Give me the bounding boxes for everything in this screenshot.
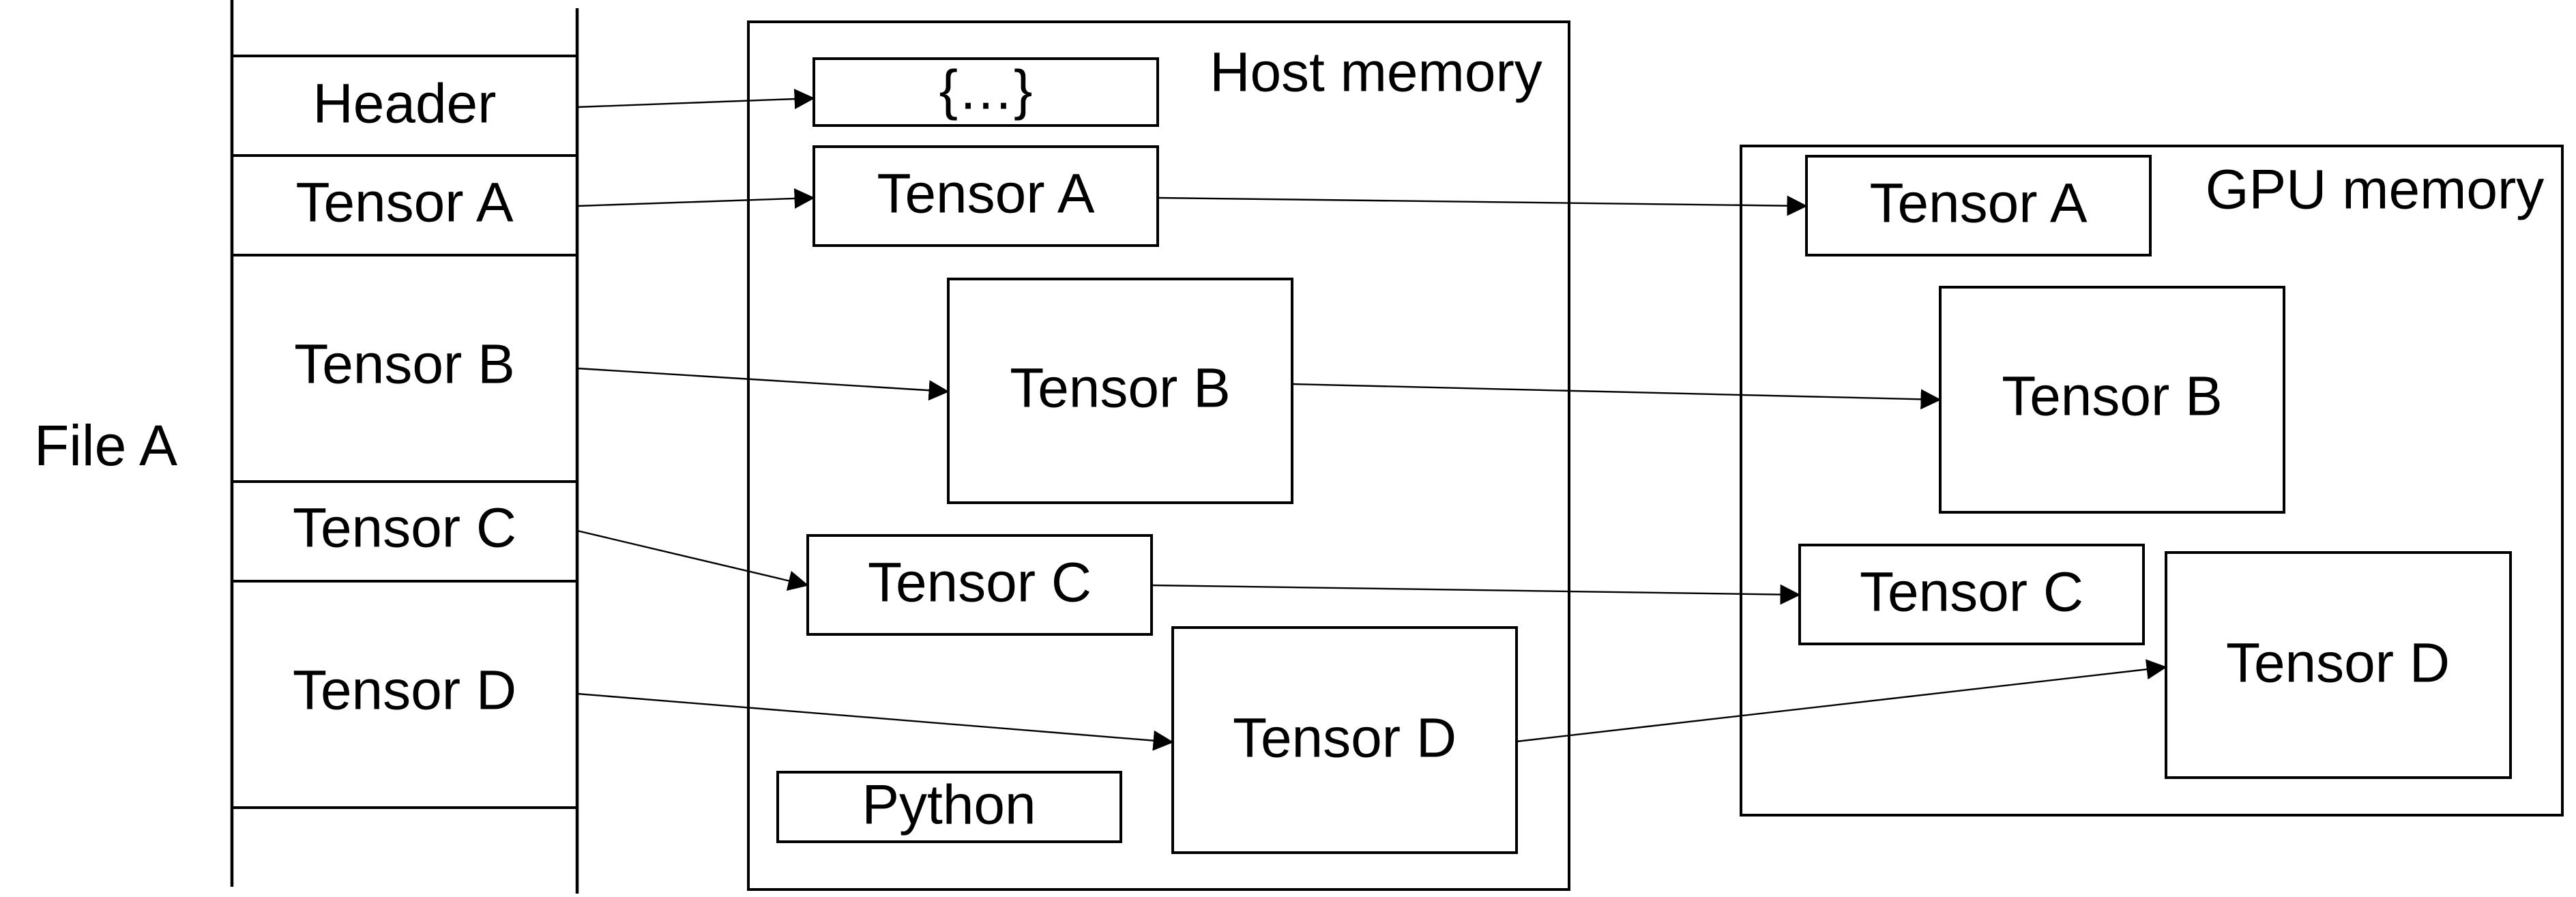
host-tensor-a-box <box>813 145 1159 247</box>
file-segment-header: Header <box>313 73 497 135</box>
arrow-tensor-d-to-host <box>576 692 1174 751</box>
host-to-gpu-arrows <box>1151 195 2167 743</box>
gpu-tensor-c-label: Tensor C <box>1860 561 2083 623</box>
gpu-tensor-a-label: Tensor A <box>1869 173 2087 235</box>
file-to-host-arrows <box>576 89 1174 751</box>
host-memory-region: Host memory {…} Tensor A Tensor B Tensor… <box>747 20 1570 891</box>
gpu-tensor-d-box <box>2165 551 2512 779</box>
host-header-object-label: {…} <box>939 59 1033 121</box>
host-memory-title: Host memory <box>1210 42 1542 104</box>
host-tensor-d-box <box>1171 626 1518 854</box>
arrow-host-b-to-gpu <box>1291 383 1942 410</box>
arrow-host-a-to-gpu <box>1157 195 1808 216</box>
arrow-host-c-to-gpu <box>1151 584 1801 605</box>
gpu-tensor-a-box <box>1805 155 2152 256</box>
file-a-title: File A <box>34 413 177 477</box>
gpu-tensor-b-label: Tensor B <box>2002 366 2223 428</box>
gpu-memory-region: GPU memory Tensor A Tensor B Tensor C Te… <box>1740 145 2564 817</box>
gpu-tensor-d-label: Tensor D <box>2226 632 2450 694</box>
host-header-object-box <box>813 57 1159 127</box>
host-tensor-d-label: Tensor D <box>1233 707 1457 769</box>
file-segment-tensor-b: Tensor B <box>294 334 515 396</box>
gpu-memory-title: GPU memory <box>2206 159 2545 221</box>
arrow-header-to-host <box>576 89 815 110</box>
file-segment-tensor-a: Tensor A <box>295 172 513 234</box>
file-segment-tensor-c: Tensor C <box>293 497 516 559</box>
gpu-tensor-b-box <box>1939 286 2285 514</box>
gpu-tensor-c-box <box>1798 544 2145 645</box>
host-python-box <box>776 771 1122 843</box>
file-a-column: File A Header Tensor A Tensor B Tensor C… <box>34 0 579 894</box>
arrow-tensor-a-to-host <box>576 188 815 209</box>
file-segment-tensor-d: Tensor D <box>293 660 516 722</box>
host-python-label: Python <box>862 774 1036 836</box>
arrow-tensor-c-to-host <box>576 529 809 591</box>
arrow-host-d-to-gpu <box>1516 659 2167 743</box>
host-tensor-a-label: Tensor A <box>877 163 1094 225</box>
host-tensor-c-box <box>806 534 1153 636</box>
host-tensor-b-box <box>947 278 1293 504</box>
arrow-tensor-b-to-host <box>576 367 950 401</box>
host-tensor-b-label: Tensor B <box>1010 357 1231 420</box>
host-tensor-c-label: Tensor C <box>868 552 1092 614</box>
